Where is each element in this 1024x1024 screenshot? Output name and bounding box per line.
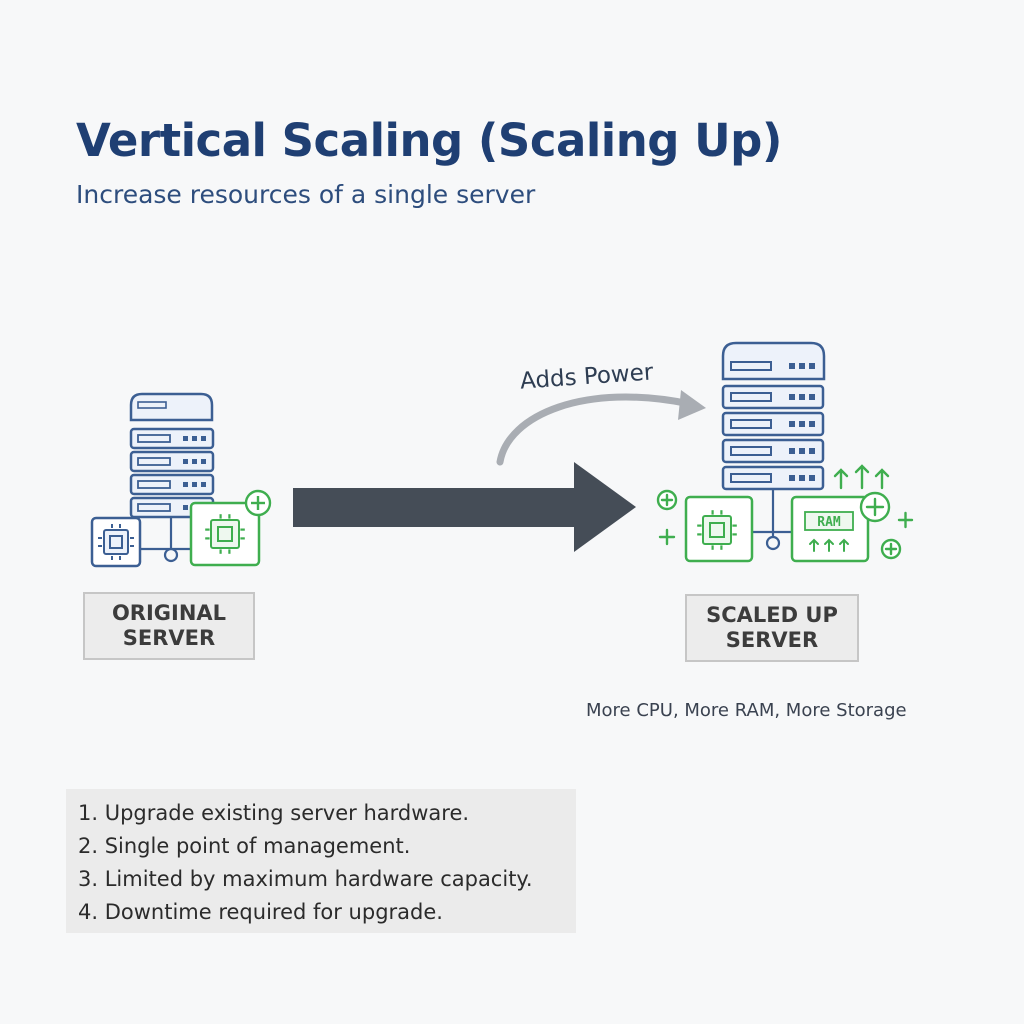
- original-server-label: ORIGINAL SERVER: [83, 592, 255, 660]
- original-green-cpu-chip-icon: [189, 501, 261, 567]
- scaled-connector-lines: [748, 490, 796, 551]
- scaled-server-rack-icon: [721, 341, 826, 491]
- notes-list-item: 1. Upgrade existing server hardware.: [78, 801, 470, 825]
- resources-caption: More CPU, More RAM, More Storage: [586, 700, 907, 721]
- scaled-ram-module-icon: RAM: [790, 495, 870, 563]
- original-connector-lines: [140, 517, 196, 563]
- notes-list-item: 3. Limited by maximum hardware capacity.: [78, 867, 533, 891]
- original-cpu-chip-icon: [90, 516, 142, 568]
- diagram-subtitle: Increase resources of a single server: [76, 180, 536, 209]
- notes-list: 1. Upgrade existing server hardware. 2. …: [78, 797, 576, 929]
- notes-list-item: 2. Single point of management.: [78, 834, 411, 858]
- scaled-arrow-up-icons: [833, 464, 890, 490]
- scaled-cpu-chip-icon: [684, 495, 754, 563]
- original-plus-icon: [244, 489, 272, 517]
- original-server-label-line1: ORIGINAL: [111, 601, 227, 625]
- scaled-server-label-line2: SERVER: [725, 628, 819, 652]
- scaled-plus-icons: [656, 489, 914, 560]
- notes-list-item: 4. Downtime required for upgrade.: [78, 900, 443, 924]
- notes-panel: 1. Upgrade existing server hardware. 2. …: [66, 789, 576, 933]
- scaled-server-label-line1: SCALED UP: [706, 603, 838, 627]
- ram-chip-label: RAM: [817, 515, 841, 530]
- diagram-title: Vertical Scaling (Scaling Up): [76, 114, 782, 167]
- main-arrow-right-icon: [293, 462, 636, 552]
- curved-arrow-icon: [496, 390, 706, 466]
- scaled-server-label: SCALED UP SERVER: [685, 594, 859, 662]
- original-server-rack-icon: [129, 392, 215, 519]
- original-server-label-line2: SERVER: [122, 626, 216, 650]
